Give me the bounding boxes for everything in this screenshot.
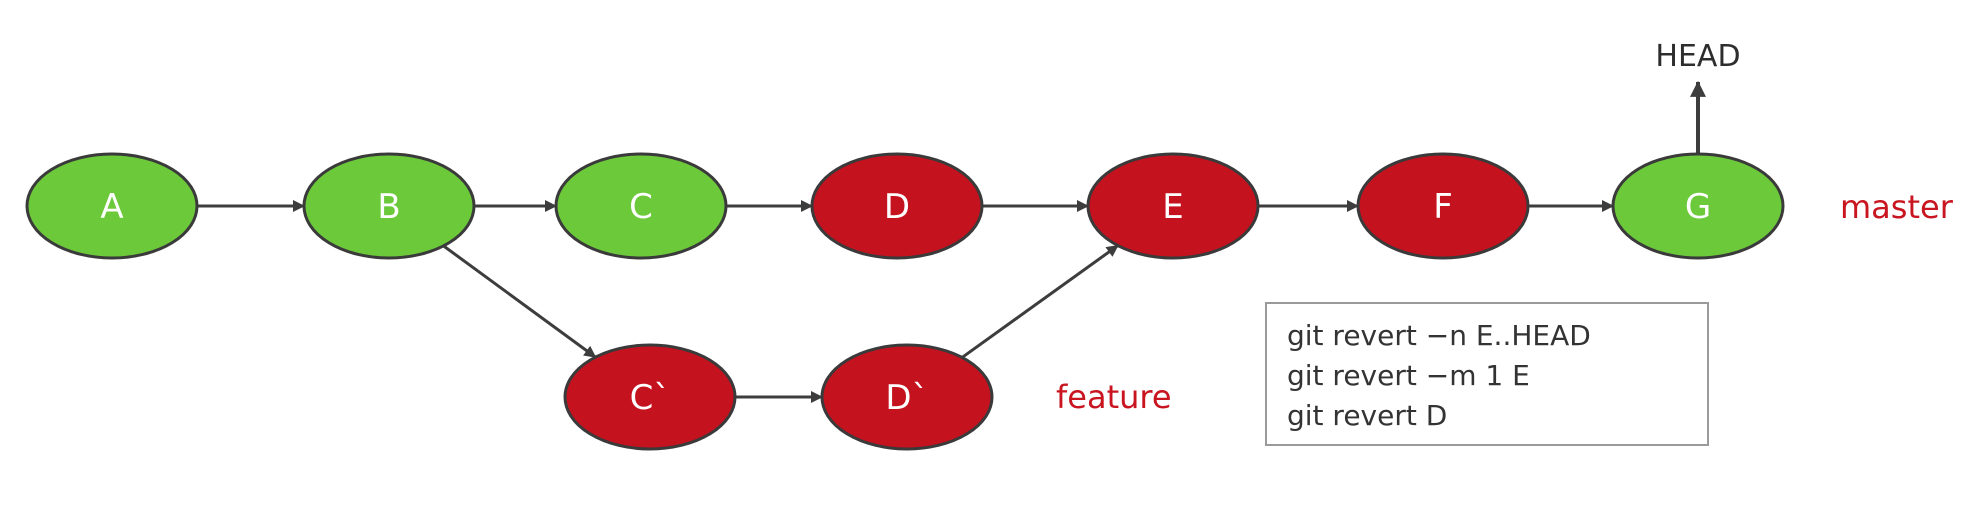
head-pointer-label: HEAD [1655,39,1740,74]
commit-node-a[interactable]: A [25,152,199,260]
commit-node-e-label: E [1162,187,1183,227]
commit-node-e-ellipse [1086,152,1260,260]
commit-node-f-ellipse [1356,152,1530,260]
commit-node-b-label: B [377,187,400,227]
command-line-3: git revert D [1287,399,1448,432]
commit-node-g-label: G [1685,187,1711,227]
commit-node-d-ellipse [810,152,984,260]
edge-d2-to-e [961,244,1119,359]
commit-node-d-label: D [884,187,910,227]
commit-node-c[interactable]: C [554,152,728,260]
commit-node-f-label: F [1433,187,1453,227]
edges-layer [197,80,1706,403]
commit-node-g[interactable]: G [1611,152,1785,260]
commit-node-c-ellipse [554,152,728,260]
commit-node-d-prime-label: D` [885,378,928,418]
commit-node-a-ellipse [25,152,199,260]
commit-node-b[interactable]: B [302,152,476,260]
commit-node-d[interactable]: D [810,152,984,260]
commit-node-d-prime[interactable]: D` [820,343,994,451]
branch-label-master: master [1840,188,1954,226]
commit-node-a-label: A [100,187,123,227]
commit-node-d-prime-ellipse [820,343,994,451]
commit-node-f[interactable]: F [1356,152,1530,260]
command-line-1: git revert −n E..HEAD [1287,319,1591,352]
commit-node-e[interactable]: E [1086,152,1260,260]
commit-node-c-prime-ellipse [563,343,737,451]
command-box: git revert −n E..HEAD git revert −m 1 E … [1265,302,1709,446]
commit-node-c-prime[interactable]: C` [563,343,737,451]
command-line-2: git revert −m 1 E [1287,359,1530,392]
edge-b-to-c2 [442,244,597,359]
commit-node-c-prime-label: C` [630,378,671,418]
commit-node-g-ellipse [1611,152,1785,260]
commit-node-b-ellipse [302,152,476,260]
branch-label-feature: feature [1056,378,1172,416]
commit-node-c-label: C [629,187,653,227]
